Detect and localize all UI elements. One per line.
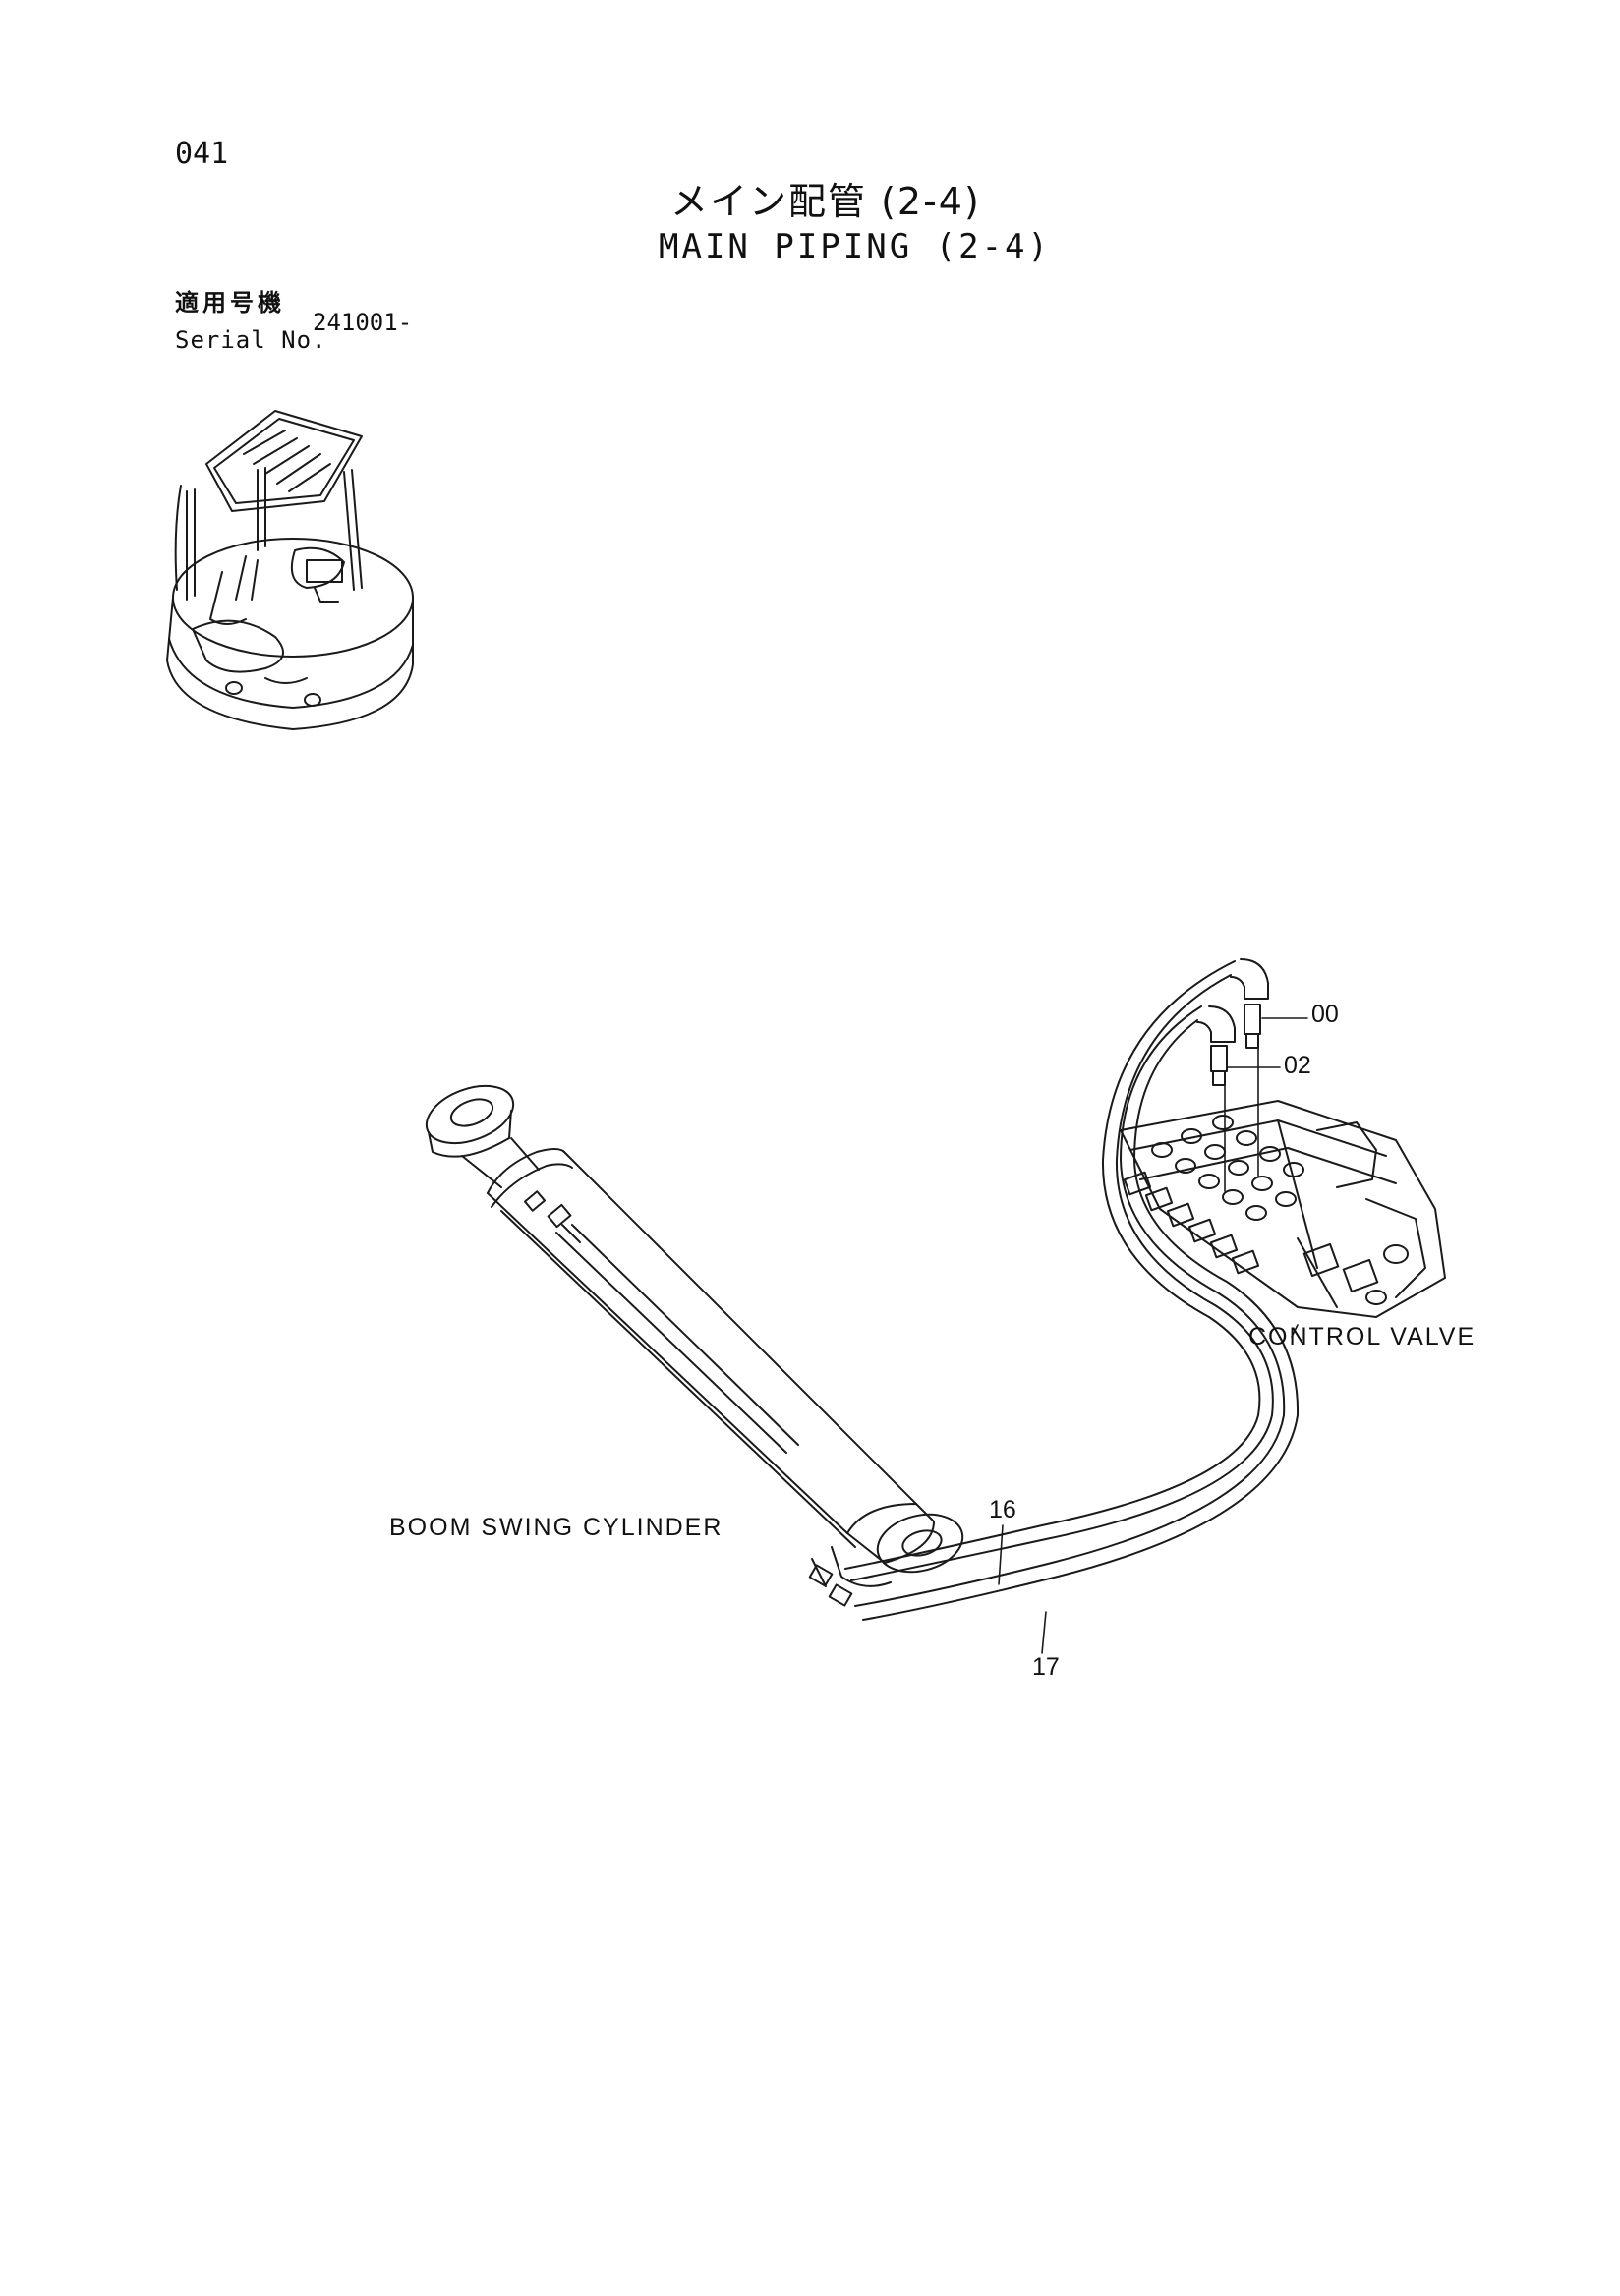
control-valve-drawing [1120, 1100, 1446, 1318]
page-title-japanese: メイン配管 (2-4) [670, 180, 981, 223]
part-number-16: 16 [989, 1496, 1016, 1523]
leader-lines [998, 1017, 1308, 1654]
fittings-drawing [1196, 958, 1269, 1086]
page-title-english: MAIN PIPING (2-4) [659, 227, 1051, 266]
part-number-00: 00 [1311, 1001, 1339, 1028]
serial-number-range: 241001- [313, 309, 413, 336]
serial-label-english: Serial No. [175, 326, 327, 354]
part-number-02: 02 [1284, 1052, 1311, 1079]
label-boom-swing-cylinder: BOOM SWING CYLINDER [389, 1514, 723, 1541]
hoses-drawing [844, 960, 1300, 1621]
part-number-17: 17 [1032, 1653, 1060, 1681]
serial-label-japanese: 適用号機 [175, 289, 285, 316]
excavator-thumbnail-icon [166, 410, 414, 730]
page-number: 041 [175, 137, 229, 171]
boom-swing-cylinder-drawing [425, 1084, 964, 1607]
label-control-valve: CONTROL VALVE [1248, 1323, 1476, 1350]
